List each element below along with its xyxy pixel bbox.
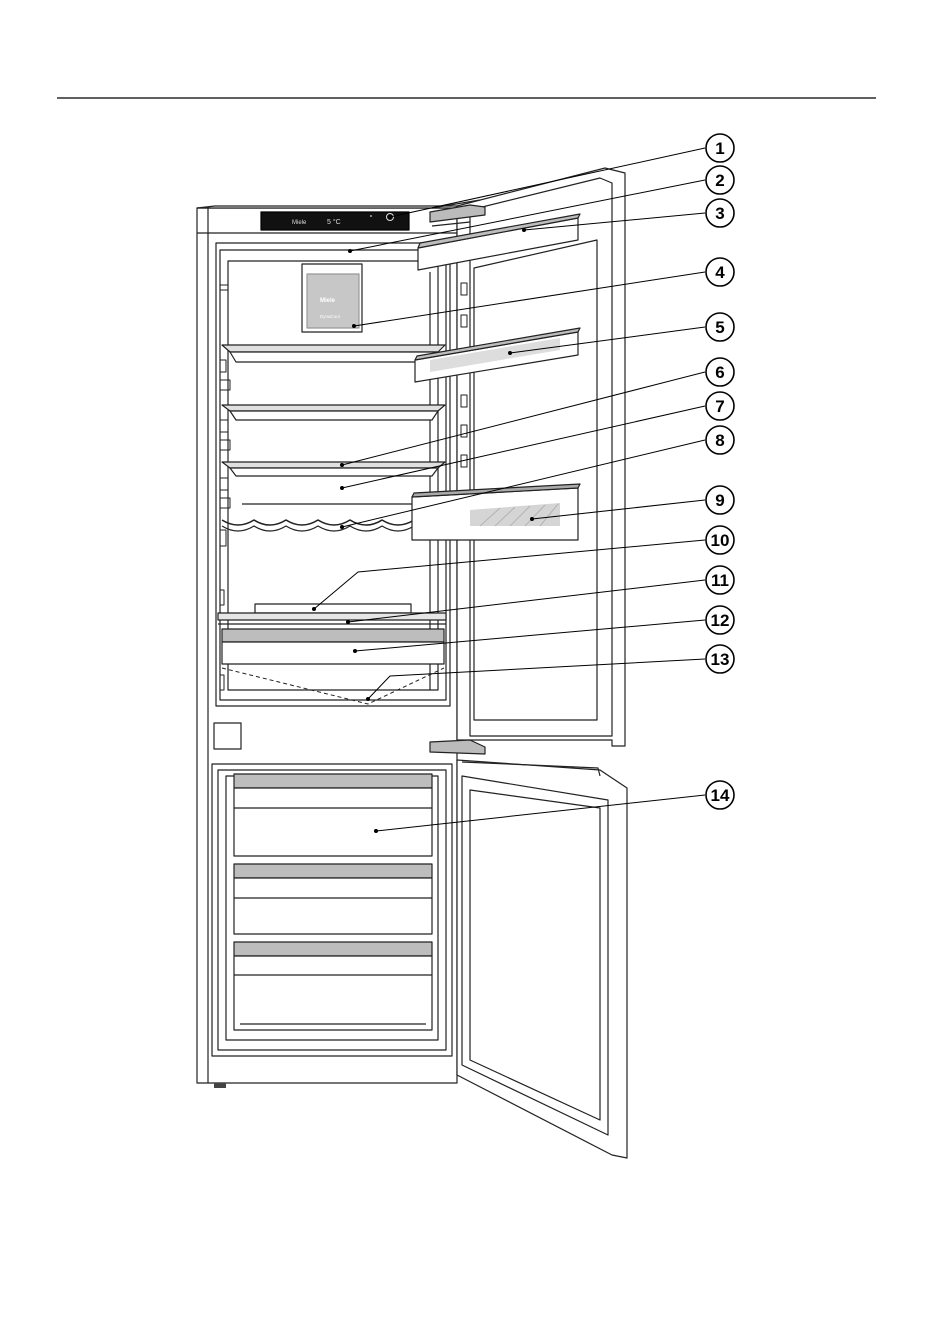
callout-8-label: 8 [715, 431, 724, 450]
panel-temperature: 5 °C [327, 218, 341, 226]
callout-9: 9 [706, 486, 734, 514]
ventilator-label: DynaCool [320, 314, 340, 319]
callout-9-label: 9 [715, 491, 724, 510]
callout-7-label: 7 [715, 397, 724, 416]
callout-14: 14 [706, 781, 734, 809]
callout-5: 5 [706, 313, 734, 341]
callout-8: 8 [706, 426, 734, 454]
callout-13-label: 13 [711, 650, 730, 669]
freezer-drawers [234, 774, 432, 1030]
callout-10-label: 10 [711, 531, 730, 550]
callout-13: 13 [706, 645, 734, 673]
callout-4: 4 [706, 258, 734, 286]
callout-14-label: 14 [711, 786, 730, 805]
callout-11-label: 11 [711, 571, 729, 590]
freezer-door [430, 740, 627, 1158]
callout-12: 12 [706, 606, 734, 634]
callout-6-label: 6 [715, 363, 724, 382]
panel-brand: Miele [292, 220, 307, 226]
callout-5-label: 5 [715, 318, 724, 337]
callout-11: 11 [706, 566, 734, 594]
callout-2-label: 2 [715, 171, 724, 190]
callout-1: 1 [706, 134, 734, 162]
control-panel: Miele 5 °C [261, 212, 409, 230]
callout-7: 7 [706, 392, 734, 420]
ventilator-box: Miele DynaCool [302, 264, 362, 332]
callout-6: 6 [706, 358, 734, 386]
ventilator-brand: Miele [320, 298, 336, 304]
callout-1-label: 1 [715, 139, 724, 158]
callout-10: 10 [706, 526, 734, 554]
callout-3-label: 3 [715, 204, 724, 223]
callout-4-label: 4 [715, 263, 725, 282]
callout-2: 2 [706, 166, 734, 194]
callout-12-label: 12 [711, 611, 730, 630]
door-bottle-shelf [412, 484, 580, 540]
callout-3: 3 [706, 199, 734, 227]
callouts: 1 2 3 4 5 6 7 8 9 10 11 12 13 14 [706, 134, 734, 809]
